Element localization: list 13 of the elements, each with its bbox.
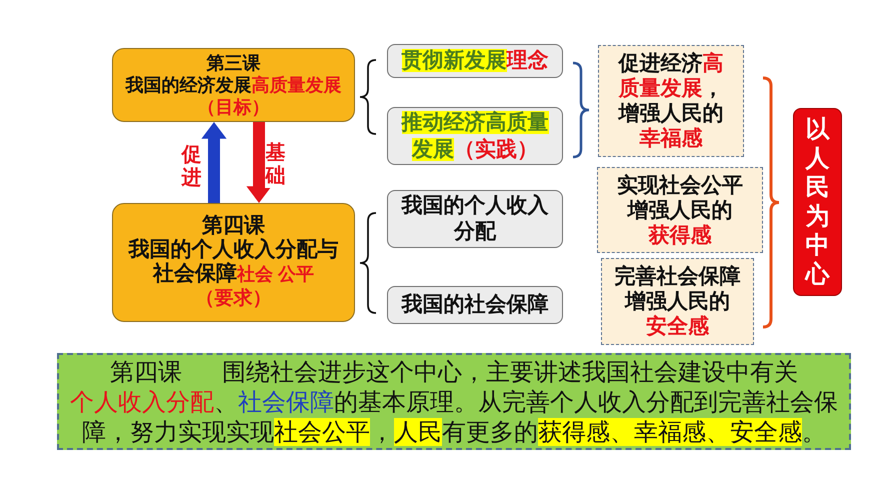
note-box: 完善社会保障增强人民的 安全感	[601, 258, 754, 345]
edge-label: 基础	[265, 142, 286, 188]
edge-label: 促进	[181, 144, 202, 190]
summary-box: 第四课 围绕社会进步这个中心，主要讲述我国社会建设中有关 个人收入分配、社会保障的基本原理。从完善个人收入分配到完善社会保障，努力实现实现社会公平，人民有更多的获得感、幸福感、安全感。	[57, 353, 851, 450]
lesson-box: 第三课 我国的经济发展高质量发展 （目标）	[112, 48, 355, 122]
note-box: 实现社会公平增强人民的 获得感	[597, 167, 763, 253]
note-box: 促进经济高质量发展，增强人民的 幸福感	[598, 45, 744, 157]
lesson-box: 第四课 我国的个人收入分配与社会保障社会 公平 （要求）	[112, 203, 355, 322]
topic-box: 我国的社会保障	[387, 286, 563, 324]
arrow	[246, 122, 272, 203]
topic-box: 我国的个人收入分配	[387, 190, 563, 248]
vertical-banner: 以人民为中心	[793, 108, 842, 296]
arrow	[201, 122, 227, 203]
